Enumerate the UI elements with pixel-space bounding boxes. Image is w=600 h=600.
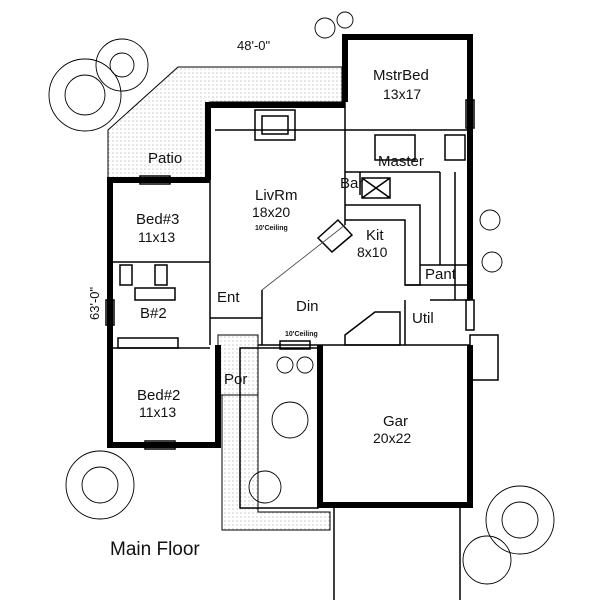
dining-label: Din	[296, 298, 319, 315]
pantry-label: Pant	[425, 266, 457, 283]
kitchen-size: 8x10	[357, 244, 388, 260]
depth-dimension: 63'-0"	[87, 286, 102, 320]
patio-label: Patio	[148, 150, 182, 167]
living-label: LivRm	[255, 187, 298, 204]
porch-label: Por	[224, 371, 247, 388]
bed2-label: Bed#2	[137, 387, 180, 404]
garage-exterior-wall	[317, 345, 473, 508]
windows	[105, 99, 499, 450]
garage-size: 20x22	[373, 430, 411, 446]
utility-label: Util	[412, 310, 434, 327]
entry-label: Ent	[217, 289, 240, 306]
bed3-size: 11x13	[138, 229, 175, 245]
patio-terrace	[107, 66, 343, 181]
living-top-wall	[205, 102, 345, 180]
living-ceiling-note: 10'Ceiling	[255, 225, 288, 232]
master-bed-label: MstrBed	[373, 67, 429, 84]
bedroom-wing-exterior-wall	[107, 177, 221, 448]
living-size: 18x20	[252, 204, 290, 220]
interior-walls	[110, 102, 470, 349]
bar-label: Bar	[340, 175, 363, 192]
garage-label: Gar	[383, 413, 408, 430]
page-title: Main Floor	[110, 539, 200, 560]
master-exterior-wall	[342, 34, 473, 300]
width-dimension: 48'-0"	[237, 38, 271, 53]
kitchen-label: Kit	[366, 227, 384, 244]
dining-ceiling-note: 10'Ceiling	[285, 331, 318, 338]
entry-walkway	[221, 394, 331, 531]
porch-walkway	[217, 334, 259, 396]
bed2-size: 11x13	[139, 404, 176, 420]
bath2-label: B#2	[140, 305, 167, 322]
landscape-plants	[48, 11, 555, 585]
master-bed-size: 13x17	[383, 86, 421, 102]
bed3-label: Bed#3	[136, 211, 179, 228]
master-bath-label: Master	[378, 153, 424, 170]
